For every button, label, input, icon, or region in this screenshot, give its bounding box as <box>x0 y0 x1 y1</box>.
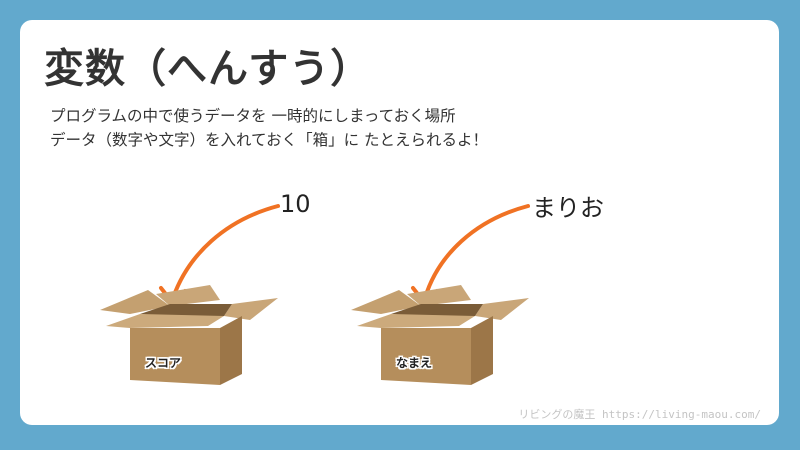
slide-card: 変数（へんすう） プログラムの中で使うデータを 一時的にしまっておく場所 データ… <box>20 20 779 425</box>
description-line-1: プログラムの中で使うデータを 一時的にしまっておく場所 <box>50 107 456 125</box>
box-label-name: なまえ <box>396 356 433 370</box>
box-label-score: スコア <box>145 356 182 370</box>
cardboard-box-icon <box>351 285 529 385</box>
cardboard-box-name: なまえ <box>351 282 531 392</box>
slide-title: 変数（へんすう） <box>44 46 372 92</box>
description: プログラムの中で使うデータを 一時的にしまっておく場所 データ（数字や文字）を入… <box>50 104 488 152</box>
cardboard-box-icon <box>100 285 278 385</box>
value-label-mario: まりお <box>532 194 604 222</box>
cardboard-box-score: スコア <box>100 282 280 392</box>
footer-credit: リビングの魔王 https://living-maou.com/ <box>518 408 761 421</box>
value-label-10: 10 <box>280 190 311 218</box>
description-line-2: データ（数字や文字）を入れておく「箱」に たとえられるよ！ <box>50 131 488 149</box>
